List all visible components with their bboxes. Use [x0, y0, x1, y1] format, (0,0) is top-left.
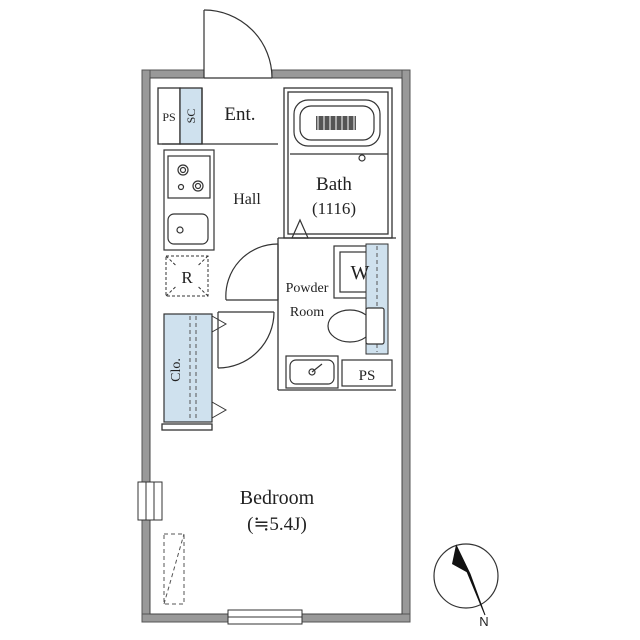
- bathtub: [290, 99, 388, 162]
- wash-basin: [285, 355, 339, 389]
- entrance-label: Ent.: [224, 104, 255, 125]
- bath-size-label: (1116): [312, 199, 356, 218]
- ps-top-label: PS: [162, 110, 175, 124]
- refrigerator-space: [165, 255, 209, 297]
- powder-room-label-1: Powder: [286, 281, 329, 296]
- sc-label: SC: [184, 109, 198, 124]
- hall-label: Hall: [233, 191, 261, 208]
- air-conditioner-space: [163, 533, 185, 605]
- bedroom-label: Bedroom: [240, 487, 315, 509]
- powder-room-label-2: Room: [290, 305, 324, 320]
- ps-bottom-label: PS: [359, 368, 376, 384]
- interior-walls: [157, 87, 396, 431]
- compass-circle: [433, 543, 499, 609]
- closet: [163, 313, 228, 423]
- bath-label: Bath: [316, 174, 352, 195]
- pipe-space-bottom: [341, 359, 393, 387]
- bedroom-size-label: (≒5.4J): [247, 514, 307, 535]
- closet-label: Clo.: [169, 358, 184, 382]
- window-left: [137, 481, 163, 521]
- bath-door-marker: [291, 218, 309, 239]
- refrigerator-label: R: [181, 268, 193, 287]
- washer-label: W: [351, 262, 370, 284]
- kitchen-counter: [163, 149, 215, 251]
- toilet: [327, 307, 385, 345]
- powder-room-door[interactable]: [225, 243, 279, 301]
- bedroom-door[interactable]: [217, 311, 275, 369]
- compass-north-label: N: [479, 614, 488, 629]
- compass: N: [433, 543, 499, 629]
- window-bottom: [227, 609, 303, 625]
- entrance-door[interactable]: [203, 9, 273, 79]
